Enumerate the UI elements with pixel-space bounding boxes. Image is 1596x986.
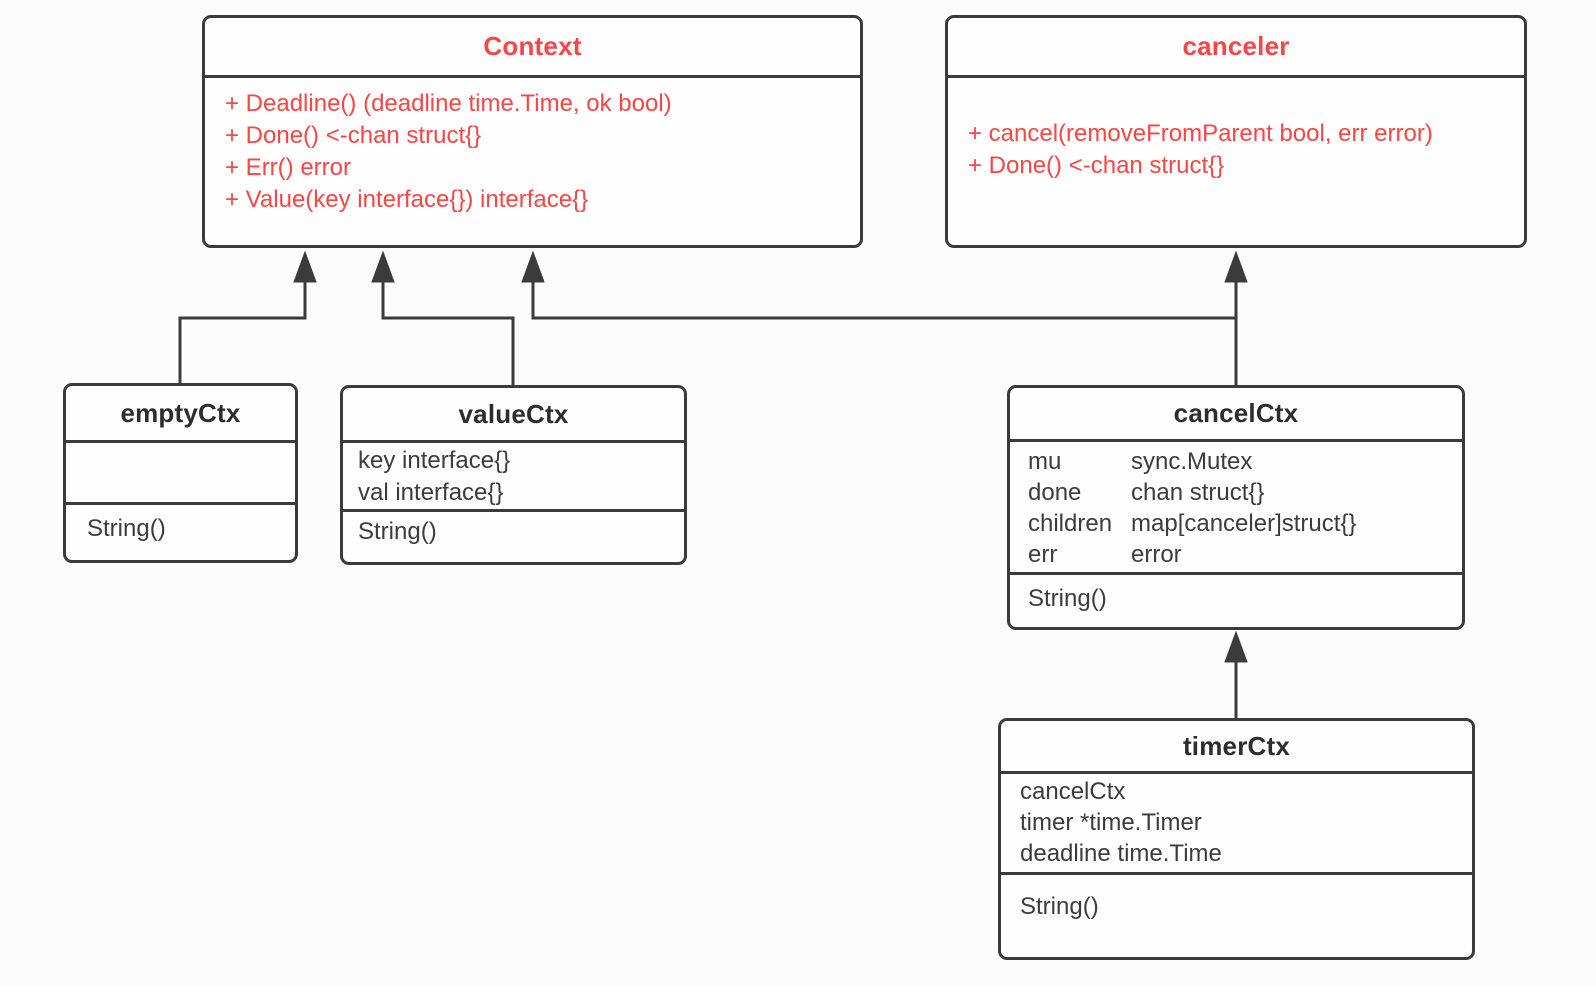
attribute-line: cancelCtx	[1020, 778, 1126, 805]
attributes-section-emptyctx	[66, 443, 295, 505]
attribute-name: err	[1028, 541, 1058, 568]
inheritance-arrowhead-icon	[1224, 630, 1248, 663]
method-line: + cancel(removeFromParent bool, err erro…	[968, 120, 1433, 147]
attribute-line: done chan struct{}	[1028, 477, 1456, 508]
attribute-type: sync.Mutex	[1131, 448, 1253, 475]
attribute-line: key interface{}	[358, 447, 511, 474]
method-line: String()	[1028, 585, 1107, 612]
class-box-canceler: canceler + cancel(removeFromParent bool,…	[945, 15, 1527, 248]
class-box-context: Context + Deadline() (deadline time.Time…	[202, 15, 863, 248]
methods-section-emptyctx: String()	[66, 505, 295, 545]
attribute-type: map[canceler]struct{}	[1131, 510, 1357, 537]
class-box-cancelctx: cancelCtx mu sync.Mutex done chan struct…	[1007, 385, 1465, 630]
attribute-name: done	[1028, 479, 1082, 506]
attribute-line: children map[canceler]struct{}	[1028, 508, 1456, 539]
attribute-type: error	[1131, 541, 1182, 568]
class-title-canceler: canceler	[948, 18, 1524, 78]
class-box-timerctx: timerCtx cancelCtx timer *time.Timer dea…	[998, 718, 1475, 960]
method-line: + Deadline() (deadline time.Time, ok boo…	[225, 90, 672, 117]
inheritance-arrowhead-icon	[1224, 250, 1248, 283]
attributes-section-timerctx: cancelCtx timer *time.Timer deadline tim…	[1001, 774, 1472, 875]
attributes-section-valuectx: key interface{} val interface{}	[343, 443, 684, 512]
class-title-context: Context	[205, 18, 860, 78]
arrow-cancelctx-to-canceler	[1224, 250, 1248, 385]
method-line: String()	[1020, 893, 1099, 920]
arrow-valuectx-to-context	[371, 250, 515, 385]
inheritance-arrowhead-icon	[371, 250, 395, 283]
method-line: + Value(key interface{}) interface{}	[225, 186, 589, 213]
class-title-valuectx: valueCtx	[343, 388, 684, 443]
method-line: + Done() <-chan struct{}	[968, 152, 1225, 179]
methods-section-valuectx: String()	[343, 512, 684, 548]
class-title-cancelctx: cancelCtx	[1010, 388, 1462, 442]
arrow-timerctx-to-cancelctx	[1224, 630, 1248, 718]
attribute-line: deadline time.Time	[1020, 840, 1222, 867]
arrow-emptyctx-to-context	[178, 250, 317, 383]
attribute-name: mu	[1028, 448, 1062, 475]
attribute-line: mu sync.Mutex	[1028, 446, 1456, 477]
attributes-section-cancelctx: mu sync.Mutex done chan struct{} childre…	[1010, 442, 1462, 575]
method-line: + Done() <-chan struct{}	[225, 122, 482, 149]
attribute-line: timer *time.Timer	[1020, 809, 1202, 836]
attribute-line: val interface{}	[358, 479, 504, 506]
method-line: + Err() error	[225, 154, 351, 181]
methods-section-canceler: + cancel(removeFromParent bool, err erro…	[948, 78, 1524, 182]
attribute-name: children	[1028, 510, 1113, 537]
methods-section-context: + Deadline() (deadline time.Time, ok boo…	[205, 78, 860, 216]
inheritance-arrowhead-icon	[521, 250, 545, 283]
class-title-emptyctx: emptyCtx	[66, 386, 295, 443]
class-title-timerctx: timerCtx	[1001, 721, 1472, 774]
method-line: String()	[358, 518, 437, 545]
inheritance-arrowhead-icon	[293, 250, 317, 283]
class-box-valuectx: valueCtx key interface{} val interface{}…	[340, 385, 687, 565]
arrow-cancelctx-to-context	[521, 250, 1236, 320]
class-box-emptyctx: emptyCtx String()	[63, 383, 298, 563]
methods-section-cancelctx: String()	[1010, 575, 1462, 615]
method-line: String()	[87, 515, 166, 542]
methods-section-timerctx: String()	[1001, 875, 1472, 923]
attribute-line: err error	[1028, 539, 1456, 570]
attribute-type: chan struct{}	[1131, 479, 1265, 506]
